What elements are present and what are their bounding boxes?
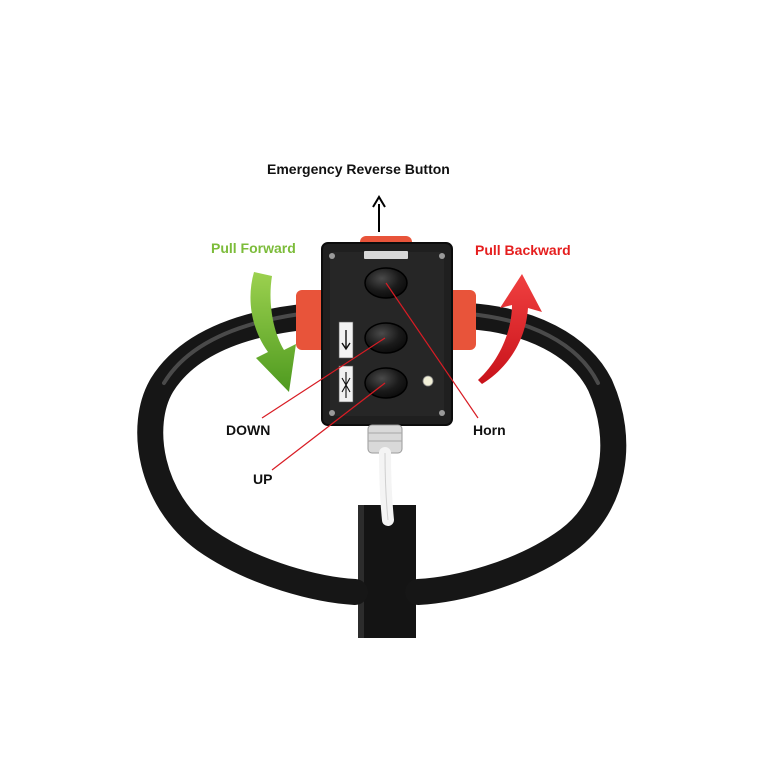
nameplate <box>364 251 408 259</box>
horn-leader-line <box>385 282 479 419</box>
pull-backward-label: Pull Backward <box>475 242 571 258</box>
down-leader-line <box>261 337 386 419</box>
pull-forward-label: Pull Forward <box>211 240 296 256</box>
lift-icon <box>341 372 351 398</box>
pull-forward-arrow-icon <box>250 272 296 392</box>
up-label: UP <box>253 471 273 487</box>
pull-backward-arrow-icon <box>478 274 542 384</box>
screw-icon <box>329 410 335 416</box>
emergency-arrow-head-icon <box>372 195 386 208</box>
tiller-stem-shine <box>358 505 364 638</box>
tiller-stem <box>358 505 416 638</box>
screw-icon <box>439 253 445 259</box>
loop-handle-highlight <box>162 312 600 385</box>
screw-icon <box>329 253 335 259</box>
horn-label: Horn <box>473 422 506 438</box>
down-button <box>364 322 408 354</box>
down-label: DOWN <box>226 422 271 438</box>
down-arrow-icon <box>341 330 351 351</box>
emergency-reverse-button-label: Emergency Reverse Button <box>267 161 450 177</box>
indicator-light <box>422 375 434 387</box>
up-leader-line <box>271 382 386 471</box>
screw-icon <box>439 410 445 416</box>
